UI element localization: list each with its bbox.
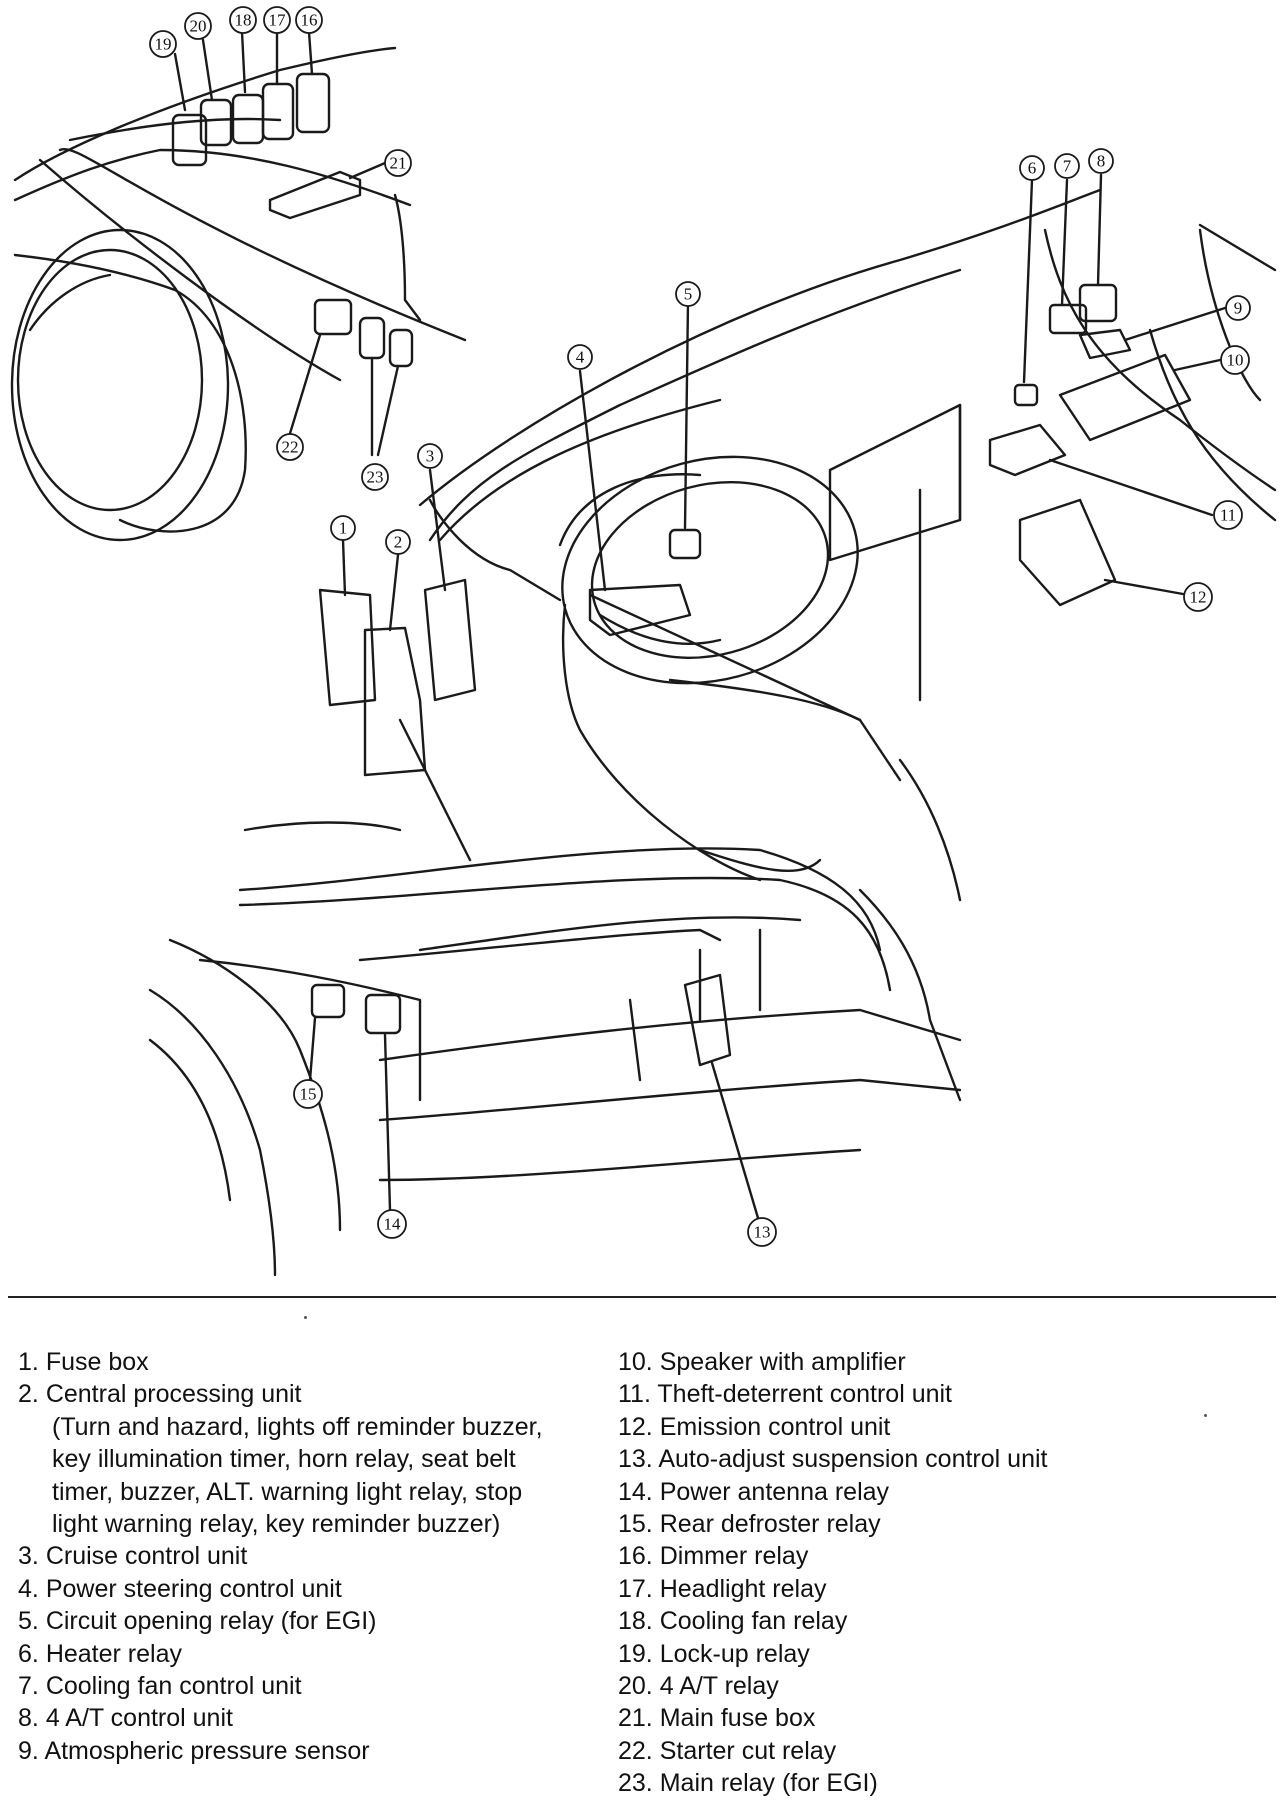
front-fender-hood [13,46,467,382]
callout-18: 18 [229,6,257,34]
callout-14: 14 [377,1209,407,1239]
legend-item: 11. Theft-deterrent control unit [618,1380,952,1409]
svg-text:15: 15 [300,1085,317,1104]
legend-item: 21. Main fuse box [618,1704,816,1733]
callout-10: 10 [1220,345,1250,375]
svg-text:5: 5 [684,285,693,304]
callout-22: 22 [276,433,304,461]
legend-item: 18. Cooling fan relay [618,1607,848,1636]
lower-body [168,718,962,1232]
rear-wheel [148,988,277,1277]
callout-8: 8 [1088,148,1114,174]
callout-1: 1 [330,515,356,541]
svg-text:8: 8 [1097,152,1106,171]
legend-item: 20. 4 A/T relay [618,1672,779,1701]
svg-text:1: 1 [339,519,348,538]
svg-text:17: 17 [269,11,287,30]
svg-text:20: 20 [190,17,207,36]
legend-item: 10. Speaker with amplifier [618,1348,906,1376]
callout-21: 21 [384,149,412,177]
legend-item: 16. Dimmer relay [618,1542,809,1571]
svg-text:22: 22 [282,438,299,457]
legend-item: 8. 4 A/T control unit [18,1704,233,1733]
legend-item: 5. Circuit opening relay (for EGI) [18,1607,377,1636]
legend-right-column: 10. Speaker with amplifier 11. Theft-det… [618,1346,1278,1800]
svg-text:10: 10 [1227,351,1244,370]
legend-item: 22. Starter cut relay [618,1736,837,1765]
callout-9: 9 [1225,295,1251,321]
steering-wheel [558,455,862,722]
svg-text:6: 6 [1028,159,1037,178]
legend-item-detail: timer, buzzer, ALT. warning light relay,… [52,1477,523,1506]
vehicle-component-locator-drawing: 1 2 3 4 5 6 7 8 9 10 11 12 13 14 15 16 1… [10,6,1277,1277]
legend-item: 12. Emission control unit [618,1412,891,1441]
dashboard [418,188,1277,882]
legend-item: 15. Rear defroster relay [618,1510,881,1539]
legend-item: 13. Auto-adjust suspension control unit [618,1445,1048,1474]
legend-item: 17. Headlight relay [618,1574,827,1603]
callout-23: 23 [361,463,389,491]
svg-text:19: 19 [155,35,172,54]
legend-item: 9. Atmospheric pressure sensor [18,1736,370,1765]
svg-text:12: 12 [1190,588,1207,607]
svg-text:2: 2 [394,533,403,552]
svg-text:23: 23 [367,468,384,487]
legend-item: 3. Cruise control unit [18,1542,248,1571]
legend-item: 4. Power steering control unit [18,1574,342,1603]
callout-13: 13 [747,1217,777,1247]
callout-2: 2 [385,529,411,555]
svg-text:18: 18 [235,11,252,30]
legend-item-detail: key illumination timer, horn relay, seat… [52,1445,516,1474]
svg-text:11: 11 [1220,506,1236,525]
callout-17: 17 [263,6,291,34]
callout-3: 3 [417,443,443,469]
legend-item: 2. Central processing unit (Turn and haz… [18,1378,638,1540]
legend-separator [8,1296,1276,1298]
legend-item: 19. Lock-up relay [618,1639,810,1668]
svg-text:7: 7 [1063,157,1072,176]
legend-left-column: 1. Fuse box 2. Central processing unit (… [18,1346,638,1767]
legend-item-detail: light warning relay, key reminder buzzer… [52,1510,501,1539]
callout-6: 6 [1019,155,1045,181]
callout-16: 16 [295,6,323,34]
leader-lines [173,30,1227,1220]
callout-20: 20 [184,12,212,40]
svg-text:21: 21 [390,154,407,173]
callout-7: 7 [1054,153,1080,179]
speck [304,1316,307,1319]
front-wheel [10,228,247,542]
legend-item: 1. Fuse box [18,1348,149,1376]
callout-markers: 1 2 3 4 5 6 7 8 9 10 11 12 13 14 15 16 1… [149,6,1251,1247]
svg-text:16: 16 [301,11,318,30]
legend-item: 23. Main relay (for EGI) [618,1769,878,1798]
legend-item: 14. Power antenna relay [618,1477,890,1506]
components [171,72,1192,1067]
speck [1204,1414,1207,1417]
callout-12: 12 [1183,582,1213,612]
svg-text:4: 4 [576,348,585,367]
callout-5: 5 [675,281,701,307]
callout-11: 11 [1213,500,1243,530]
legend-item: 7. Cooling fan control unit [18,1672,302,1701]
callout-4: 4 [567,344,593,370]
callout-19: 19 [149,30,177,58]
svg-text:14: 14 [384,1215,402,1234]
legend-item: 6. Heater relay [18,1639,182,1668]
svg-text:13: 13 [754,1223,771,1242]
callout-15: 15 [293,1079,323,1109]
svg-text:3: 3 [426,447,435,466]
svg-text:9: 9 [1234,299,1243,318]
legend-item-detail: (Turn and hazard, lights off reminder bu… [52,1412,543,1441]
